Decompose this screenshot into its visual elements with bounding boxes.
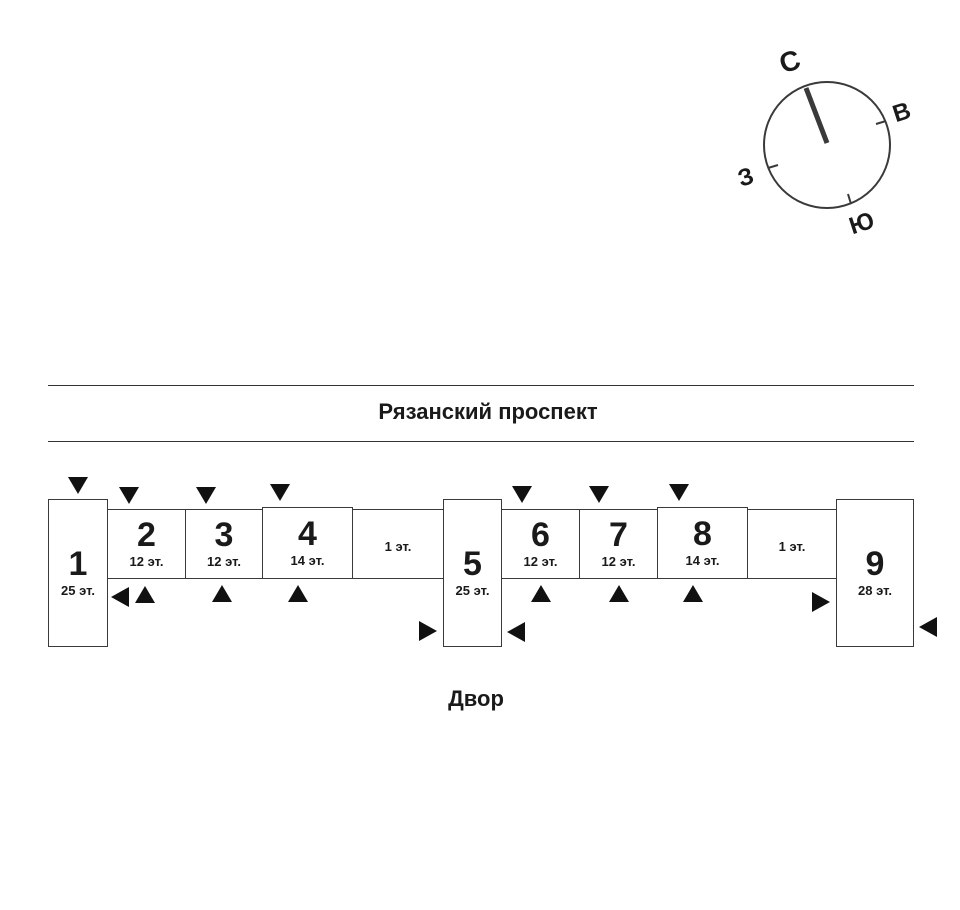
building-number: 6 — [531, 516, 550, 554]
building-floors: 12 эт. — [129, 554, 164, 569]
arrow-up-icon — [212, 585, 232, 602]
building-number: 5 — [463, 545, 482, 583]
arrow-up-icon — [683, 585, 703, 602]
building-floors: 12 эт. — [207, 554, 241, 569]
arrow-down-icon — [68, 477, 88, 494]
arrow-up-icon — [135, 586, 155, 603]
yard-label: Двор — [448, 686, 504, 711]
building-floors: 25 эт. — [455, 583, 490, 598]
building-number: 2 — [137, 516, 156, 554]
arrow-down-icon — [589, 486, 609, 503]
building-floors: 14 эт. — [685, 553, 720, 568]
road-edge-bottom — [48, 441, 914, 442]
building-floors: 1 эт. — [384, 539, 412, 554]
arrow-down-icon — [119, 487, 139, 504]
arrow-down-icon — [270, 484, 290, 501]
street-label: Рязанский проспект — [378, 399, 598, 424]
arrow-down-icon — [196, 487, 216, 504]
arrow-left-icon — [111, 587, 129, 607]
building-floors: 14 эт. — [290, 553, 325, 568]
arrow-up-icon — [531, 585, 551, 602]
building-number: 9 — [865, 545, 885, 583]
arrow-up-icon — [609, 585, 629, 602]
arrow-right-icon — [812, 592, 830, 612]
entrance-arrows — [68, 477, 937, 642]
building-number: 4 — [298, 515, 317, 553]
building-floors: 28 эт. — [858, 583, 892, 598]
arrow-left-icon — [919, 617, 937, 637]
compass — [763, 81, 891, 209]
building-floors: 12 эт. — [601, 554, 636, 569]
building-annex-2: 1 эт. — [747, 509, 837, 579]
arrow-left-icon — [507, 622, 525, 642]
compass-needle — [803, 87, 830, 144]
building-number: 3 — [214, 516, 234, 554]
road-edge-top — [48, 385, 914, 386]
building-annex-1: 1 эт. — [352, 509, 444, 579]
building-number: 8 — [693, 515, 712, 553]
building-floors: 12 эт. — [523, 554, 558, 569]
building-floors: 1 эт. — [778, 539, 806, 554]
arrow-up-icon — [288, 585, 308, 602]
arrow-down-icon — [669, 484, 689, 501]
arrow-right-icon — [419, 621, 437, 641]
building-floors: 25 эт. — [61, 583, 95, 598]
building-number: 7 — [609, 516, 628, 554]
building-number: 1 — [68, 545, 88, 583]
arrow-down-icon — [512, 486, 532, 503]
